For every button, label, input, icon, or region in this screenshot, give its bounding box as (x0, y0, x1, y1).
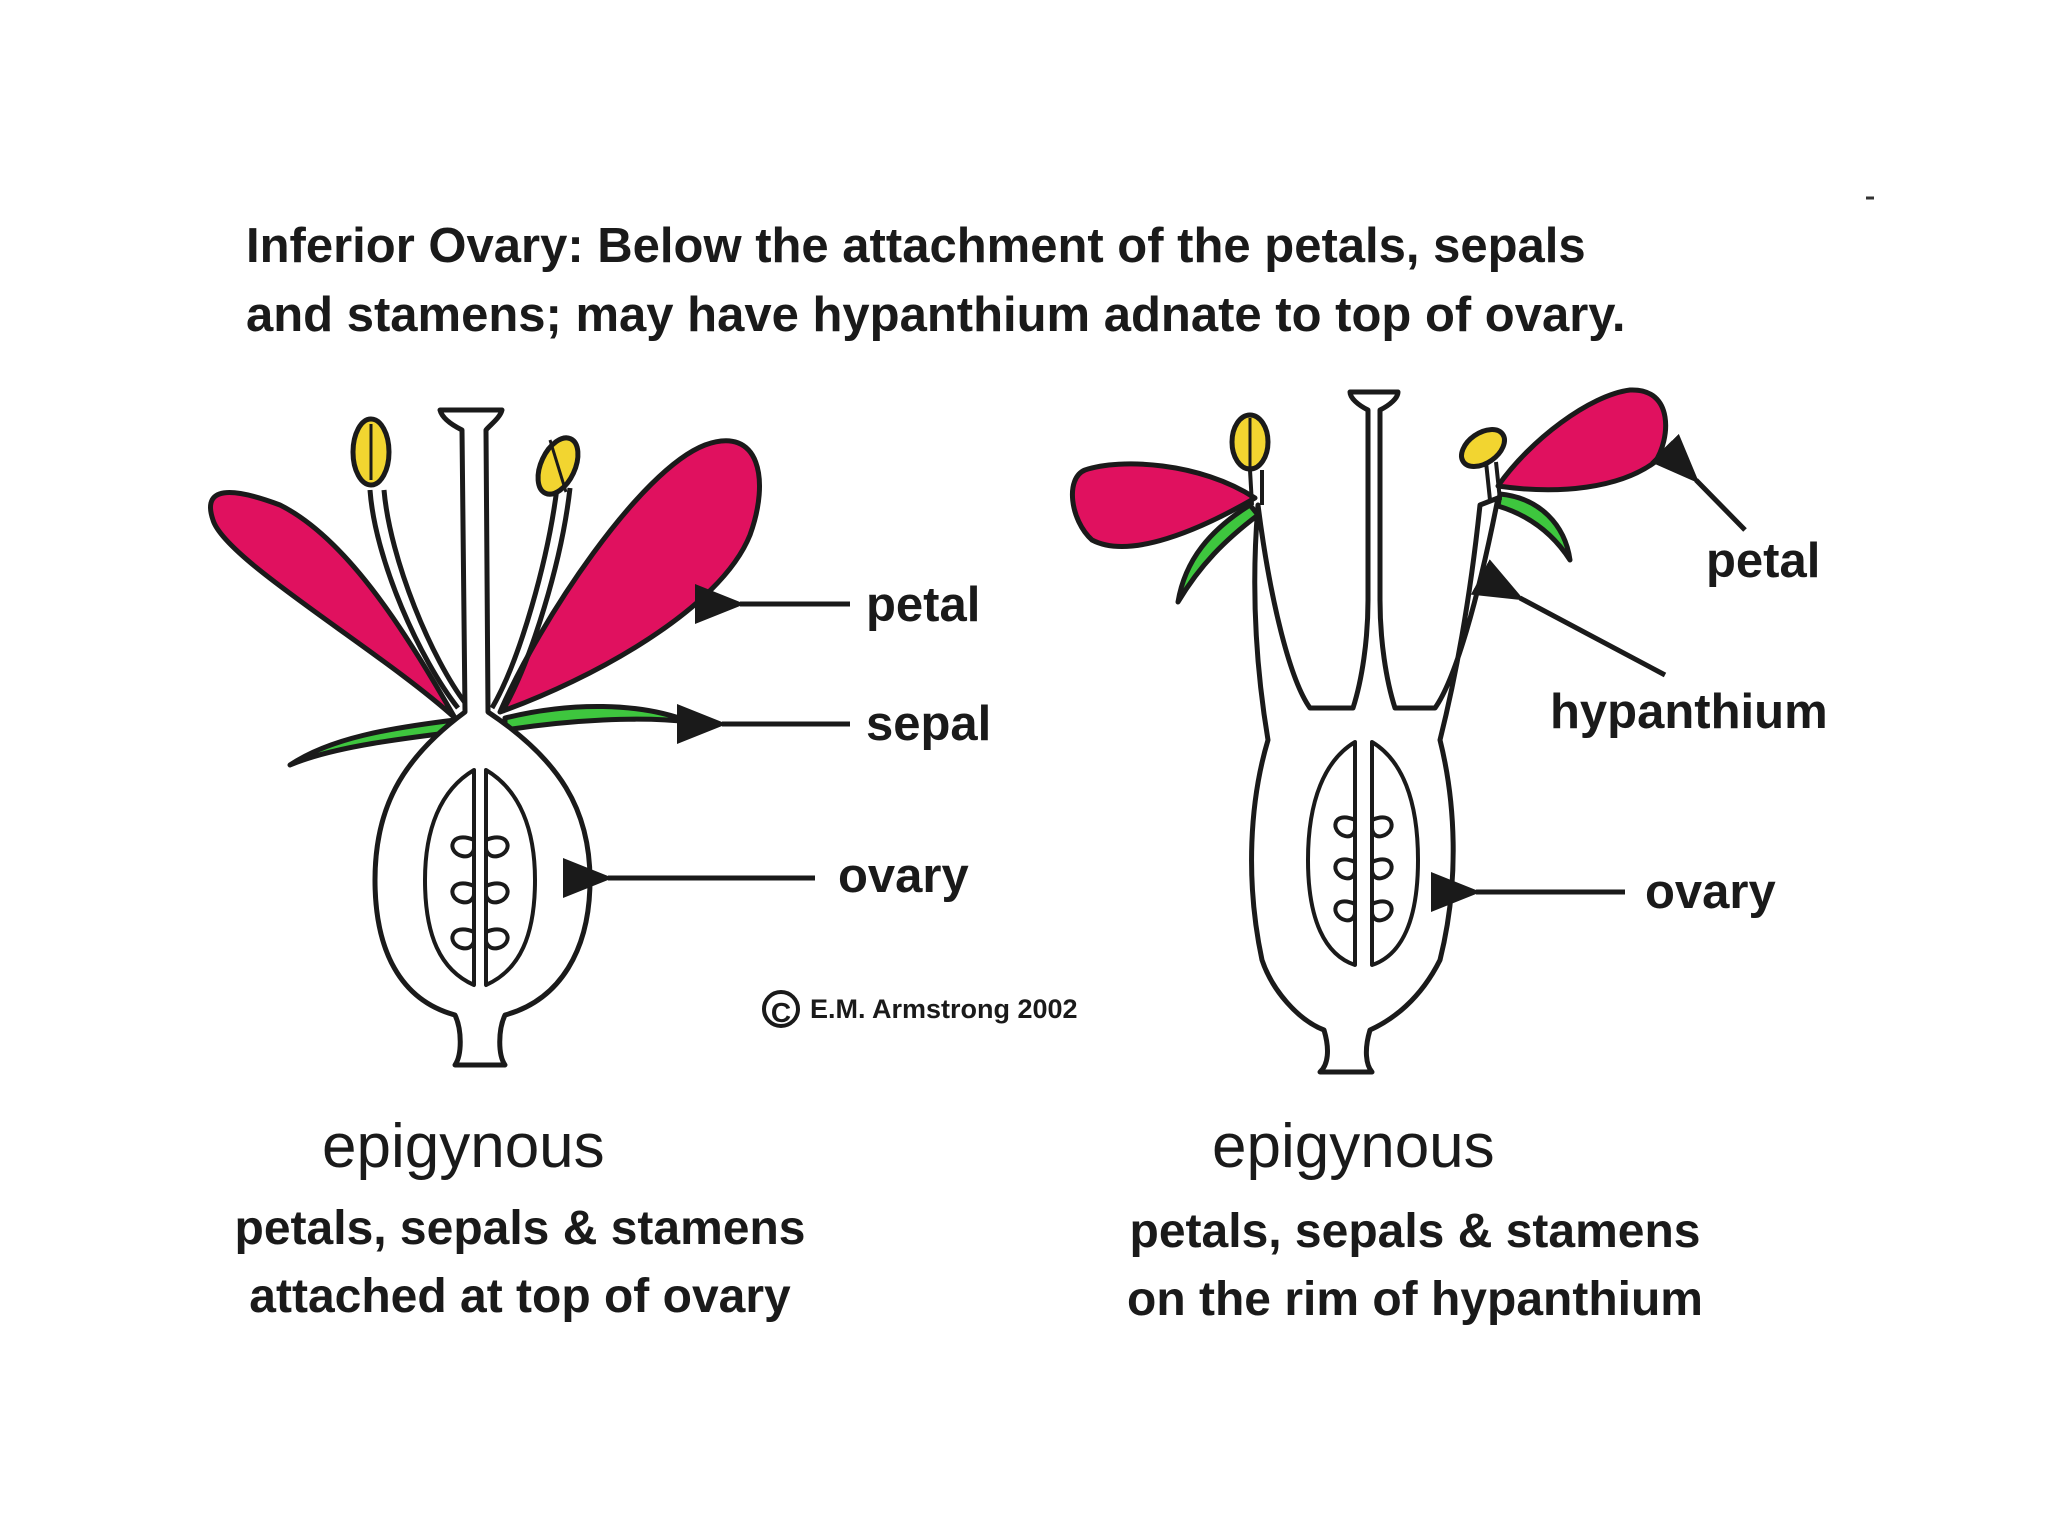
heading-left: epigynous (322, 1112, 605, 1181)
right-flower-petal-left (1069, 461, 1258, 549)
copyright: C E.M. Armstrong 2002 (762, 990, 1078, 1028)
label-ovary-left: ovary (838, 849, 969, 903)
arrow-hypanthium-right (1470, 559, 1667, 678)
left-flower-sepal-left (287, 717, 458, 768)
left-flower-petal-right (497, 438, 762, 715)
right-flower-petal-right (1495, 387, 1669, 493)
copyright-text: E.M. Armstrong 2002 (810, 993, 1078, 1024)
left-flower (208, 407, 762, 1068)
label-petal-right: petal (1706, 534, 1821, 588)
left-flower-sepal-right (502, 704, 693, 733)
caption-left: petals, sepals & stamens attached at top… (200, 1195, 840, 1331)
caption-right-line-1: petals, sepals & stamens (1129, 1205, 1701, 1258)
left-arrows (563, 584, 850, 898)
left-flower-ovules (450, 835, 510, 951)
left-flower-locule-right (484, 768, 537, 987)
right-flower-locule-left (1306, 740, 1357, 967)
page-title: Inferior Ovary: Below the attachment of … (246, 212, 1896, 350)
heading-right: epigynous (1212, 1112, 1495, 1181)
copyright-icon: C (762, 990, 800, 1028)
right-flower-anther-right (1459, 427, 1507, 469)
right-flower-stamen-filament-right (1484, 461, 1502, 501)
right-flower-stamen-filament-left (1248, 469, 1264, 506)
caption-right: petals, sepals & stamens on the rim of h… (1090, 1198, 1740, 1334)
right-flower-sepal-right (1495, 491, 1573, 563)
label-ovary-right: ovary (1645, 865, 1776, 919)
left-flower-pistil (372, 407, 593, 1068)
right-arrows (1431, 433, 1747, 912)
left-flower-stamen-filament-left (367, 489, 468, 710)
label-sepal-left: sepal (866, 697, 992, 751)
arrow-petal-right (1650, 433, 1747, 532)
title-line-2: and stamens; may have hypanthium adnate … (246, 288, 1626, 342)
label-petal-left: petal (866, 578, 981, 632)
right-flower-sepal-left (1175, 502, 1261, 605)
label-hypanthium-right: hypanthium (1550, 685, 1828, 739)
left-flower-petal-left (208, 490, 458, 721)
right-flower-locule-right (1370, 740, 1420, 967)
caption-right-line-2: on the rim of hypanthium (1127, 1273, 1703, 1326)
caption-left-line-2: attached at top of ovary (249, 1270, 791, 1323)
left-flower-locule-left (423, 768, 476, 987)
right-flower-ovules (1333, 815, 1394, 923)
caption-left-line-1: petals, sepals & stamens (234, 1202, 806, 1255)
title-line-1: Inferior Ovary: Below the attachment of … (246, 219, 1586, 273)
right-flower-hypanthium-ovary (1249, 389, 1501, 1075)
left-flower-stamen-filament-right (489, 487, 573, 714)
